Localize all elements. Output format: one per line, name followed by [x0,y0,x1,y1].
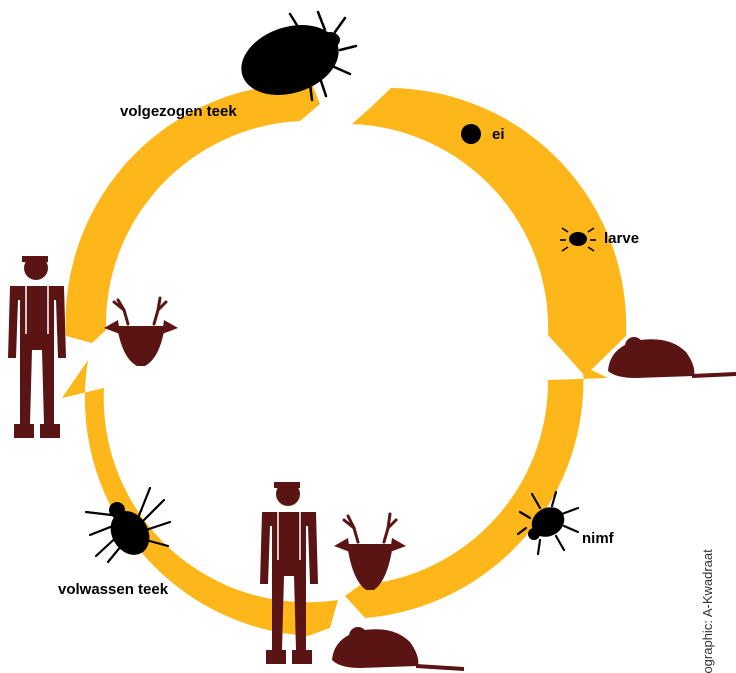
cycle-arrow-segment-nymph [345,366,608,618]
deer-host-icon-bottom [334,514,406,590]
credit-text: Infographic: A-Kwadraat [700,549,715,673]
mouse-host-icon-bottom [332,627,464,671]
deer-host-icon-left [104,298,178,366]
label-engorged-tick: volgezogen teek [120,103,237,120]
human-host-icon-left [8,256,66,438]
cycle-arrow-segment-feeding [66,84,320,343]
label-larva: larve [604,230,639,247]
cycle-arrow-segment-egg-larva [352,88,626,376]
label-adult-tick: volwassen teek [58,581,169,598]
human-host-icon-bottom [260,482,318,664]
label-egg: ei [492,126,505,143]
label-nymph: nimf [582,530,615,547]
egg-icon [461,124,481,144]
mouse-host-icon-right [608,337,736,378]
